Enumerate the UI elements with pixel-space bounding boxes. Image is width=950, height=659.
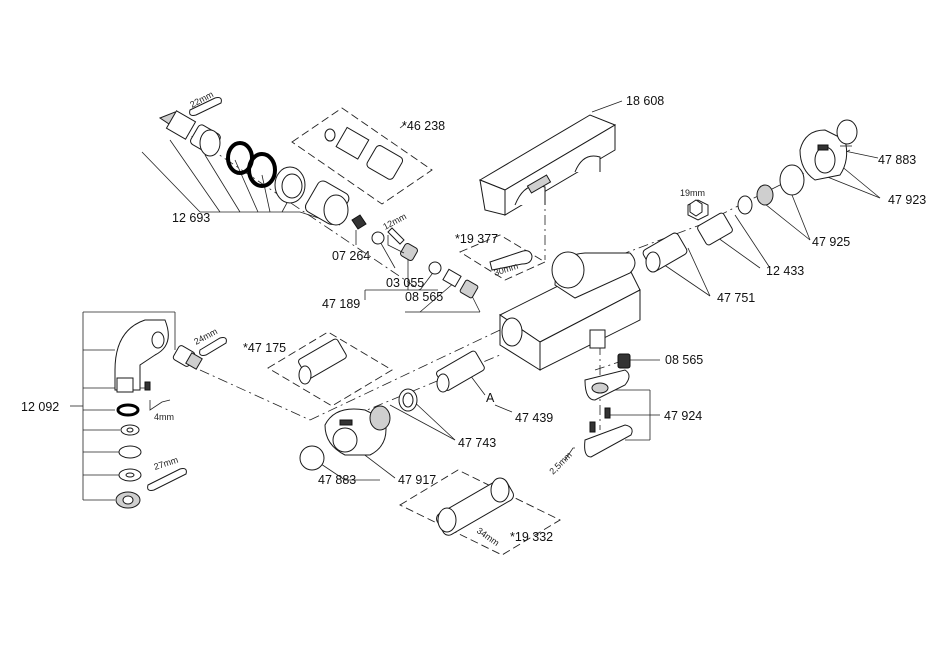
cartridge-46238: [325, 127, 404, 180]
cartridge-47175: [297, 338, 347, 384]
cartridge-47925: [738, 165, 804, 214]
thermo-element-47751: [642, 232, 689, 273]
label-12693: 12 693: [172, 211, 210, 225]
label-47189: 47 189: [322, 297, 360, 311]
label-03055: 03 055: [386, 276, 424, 290]
socket-19332: [434, 477, 515, 538]
label-18608: 18 608: [626, 94, 664, 108]
label-08565-upper: 08 565: [405, 290, 443, 304]
tool-label-12mm: 12mm: [381, 211, 408, 232]
label-19332: *19 332: [510, 530, 553, 544]
label-07264: 07 264: [332, 249, 370, 263]
label-47883-left: 47 883: [318, 473, 356, 487]
label-47439: 47 439: [515, 411, 553, 425]
hub-47917: [370, 406, 390, 430]
mixer-body: [500, 252, 640, 370]
seals-12092: [116, 382, 150, 508]
allen-key-icon-4mm: [150, 400, 170, 410]
cap-47883-left: [300, 446, 324, 470]
tool-label-19mm: 19mm: [680, 188, 705, 198]
connector-12693: [160, 111, 222, 156]
label-47751: 47 751: [717, 291, 755, 305]
label-47924: 47 924: [664, 409, 702, 423]
label-12092: 12 092: [21, 400, 59, 414]
label-A: A: [486, 391, 495, 405]
label-47883-right: 47 883: [878, 153, 916, 167]
ring-47743: [399, 389, 417, 411]
label-08565-lower: 08 565: [665, 353, 703, 367]
part-labels: 18 608 *46 238 12 693 07 264 03 055 47 1…: [21, 94, 926, 544]
label-46238: *46 238: [402, 119, 445, 133]
label-12433: 12 433: [766, 264, 804, 278]
wrench-icon-27mm: [148, 469, 187, 491]
tool-label-27mm: 27mm: [153, 455, 180, 472]
label-47917: 47 917: [398, 473, 436, 487]
cover-plate-18608: [480, 115, 615, 215]
label-47925: 47 925: [812, 235, 850, 249]
o-rings-12693: [228, 143, 275, 186]
outlet-fitting-12092: [172, 345, 202, 370]
tool-label-34mm: 34mm: [475, 525, 501, 548]
label-19377: *19 377: [455, 232, 498, 246]
label-47175: *47 175: [243, 341, 286, 355]
label-47743: 47 743: [458, 436, 496, 450]
outlet-elbow-12092: [115, 320, 168, 392]
tool-label-2-5mm: 2,5mm: [547, 450, 574, 477]
hex-icon-19mm: [690, 200, 702, 216]
label-47923: 47 923: [888, 193, 926, 207]
insert-08565-right: [618, 354, 630, 368]
tool-label-4mm: 4mm: [154, 412, 174, 422]
